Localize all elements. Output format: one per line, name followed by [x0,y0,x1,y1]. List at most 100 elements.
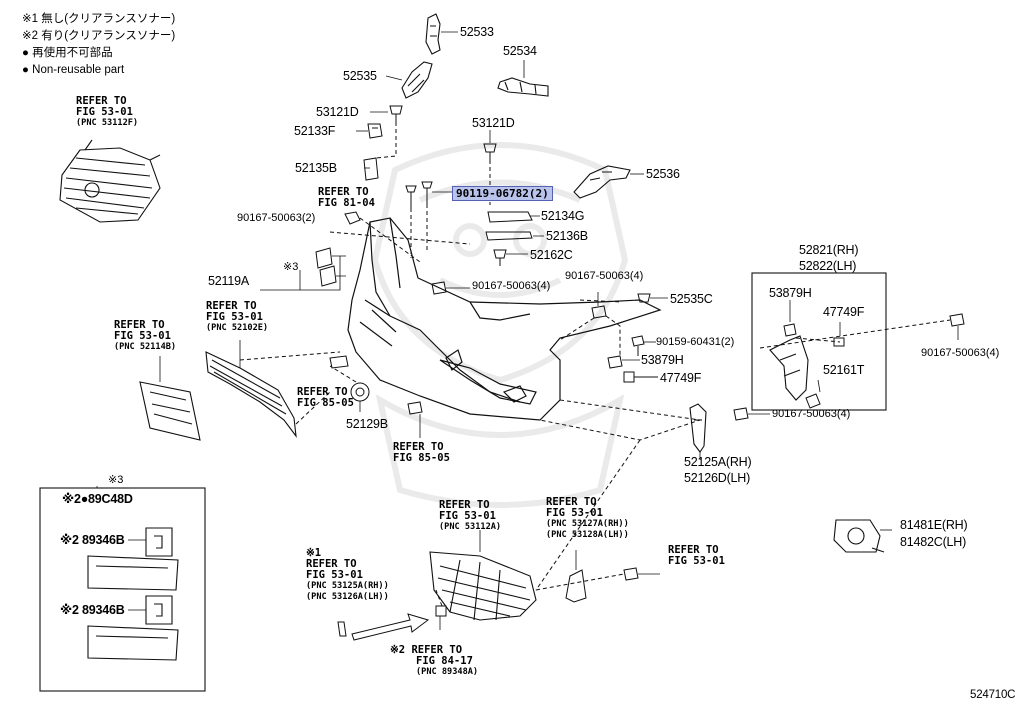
part-90167-4a[interactable]: 90167-50063(4) [472,280,551,292]
bracket-52125a [689,403,707,453]
refer-53125a[interactable]: ※1 REFER TO FIG 53-01 (PNC 53125A(RH)) (… [306,547,389,603]
part-47749f-b[interactable]: 47749F [823,305,865,319]
refer-53112f[interactable]: REFER TO FIG 53-01 (PNC 53112F) [76,95,139,129]
part-52125a[interactable]: 52125A(RH) [684,455,752,469]
nut-90167-d [949,313,965,327]
sensor-tape-a [87,555,179,591]
part-90119-highlighted[interactable]: 90119-06782(2) [452,186,553,201]
part-90167-4b[interactable]: 90167-50063(4) [565,270,644,282]
clip-right-lower [623,567,639,581]
upper-grille-part [59,139,161,223]
refer-52114b[interactable]: REFER TO FIG 53-01 (PNC 52114B) [114,319,177,353]
fog-cover-part [833,519,885,553]
part-52162c[interactable]: 52162C [530,248,573,262]
bracket-52535 [401,61,433,99]
clip-lower [435,605,447,617]
direction-arrow [351,613,430,641]
refer-52102e[interactable]: REFER TO FIG 53-01 (PNC 52102E) [206,300,269,334]
lower-grille-part [205,351,297,438]
sensor-holder-a [145,527,173,557]
grille-lower-part [429,551,537,621]
clip-52129b [329,355,349,369]
clip-53121d-b [483,143,497,160]
sensor-tape-b [87,625,179,661]
bracket-52134g [487,211,533,223]
part-90167-4d[interactable]: 90167-50063(4) [772,408,851,420]
diagram-code: 524710C [970,689,1016,701]
part-52135b[interactable]: 52135B [295,161,337,175]
part-52822[interactable]: 52822(LH) [799,259,857,273]
refer-85-05-a[interactable]: REFER TO FIG 85-05 [297,386,354,409]
part-89c48d[interactable]: ※2●89C48D [62,492,133,506]
nut-53879h-b [783,323,797,337]
refer-53112a[interactable]: REFER TO FIG 53-01 (PNC 53112A) [439,499,502,533]
bracket-52136b [485,231,533,241]
bracket-52534 [497,77,549,97]
part-90167-4c[interactable]: 90167-50063(4) [921,347,1000,359]
license-bracket-part [139,381,201,441]
mark-x3: ※3 [283,261,299,273]
part-52535[interactable]: 52535 [343,69,377,83]
clip-53121d-a [389,105,403,122]
nut-53879h-a [607,355,623,369]
note-2: ※2 有り(クリアランスソナー) [22,30,176,42]
part-53879h-a[interactable]: 53879H [641,353,684,367]
part-81482c[interactable]: 81482C(LH) [900,535,967,549]
bracket-inset-box [751,272,887,411]
part-53121d-a[interactable]: 53121D [316,105,359,119]
part-52126d[interactable]: 52126D(LH) [684,471,751,485]
part-89346b-a[interactable]: ※2 89346B [60,533,125,547]
bumper-cover [347,217,662,421]
bracket-52536 [573,165,631,199]
screw-47749f-b [833,337,845,347]
part-53121d-b[interactable]: 53121D [472,116,515,130]
screw-90119-b [421,181,433,204]
clip-52161t [805,393,821,409]
side-bracket-52821 [769,335,809,401]
refer-53-01-right[interactable]: REFER TO FIG 53-01 [668,544,725,567]
note-4: ● Non-reusable part [22,64,125,76]
part-81481e[interactable]: 81481E(RH) [900,518,968,532]
part-52533[interactable]: 52533 [460,25,494,39]
screw-47749f-a [623,371,658,383]
part-52133f[interactable]: 52133F [294,124,336,138]
nut-90167-a [344,211,361,225]
nut-90167-b [431,281,447,295]
clip-52133f [367,123,383,139]
refer-85-05-b[interactable]: REFER TO FIG 85-05 [393,441,450,464]
part-52821[interactable]: 52821(RH) [799,243,859,257]
part-52134g[interactable]: 52134G [541,209,585,223]
clip-52162c [493,249,507,266]
refer-81-04[interactable]: REFER TO FIG 81-04 [318,186,375,209]
bracket-53127a [565,569,587,603]
part-53879h-b[interactable]: 53879H [769,286,812,300]
part-52161t[interactable]: 52161T [823,363,865,377]
note-3: ● 再使用不可部品 [22,47,113,59]
part-47749f-a[interactable]: 47749F [660,371,702,385]
clip-52535c [637,293,651,303]
part-52119a[interactable]: 52119A [208,274,249,288]
clip-52135b [363,157,379,181]
part-90167-2[interactable]: 90167-50063(2) [237,212,316,224]
sensor-inset [39,486,206,692]
refer-84-17[interactable]: ※2 REFER TO FIG 84-17 (PNC 89348A) [390,644,479,678]
bracket-52533 [425,13,441,55]
part-52136b[interactable]: 52136B [546,229,588,243]
clip-52119a-a [315,247,333,269]
inset-mark-x3: ※3 [108,474,124,486]
nut-90167-e [733,407,749,421]
part-89346b-b[interactable]: ※2 89346B [60,603,125,617]
part-52129b[interactable]: 52129B [346,417,388,431]
cover-plate [407,401,423,415]
note-1: ※1 無し(クリアランスソナー) [22,13,176,25]
sensor-holder-b [145,595,173,625]
part-90159[interactable]: 90159-60431(2) [656,336,735,348]
part-52534[interactable]: 52534 [503,44,537,58]
screw-90119-a [405,185,417,208]
part-52535c[interactable]: 52535C [670,292,713,306]
clip-52119a-b [319,265,337,287]
refer-53127a[interactable]: REFER TO FIG 53-01 (PNC 53127A(RH)) (PNC… [546,496,629,541]
part-52536[interactable]: 52536 [646,167,680,181]
